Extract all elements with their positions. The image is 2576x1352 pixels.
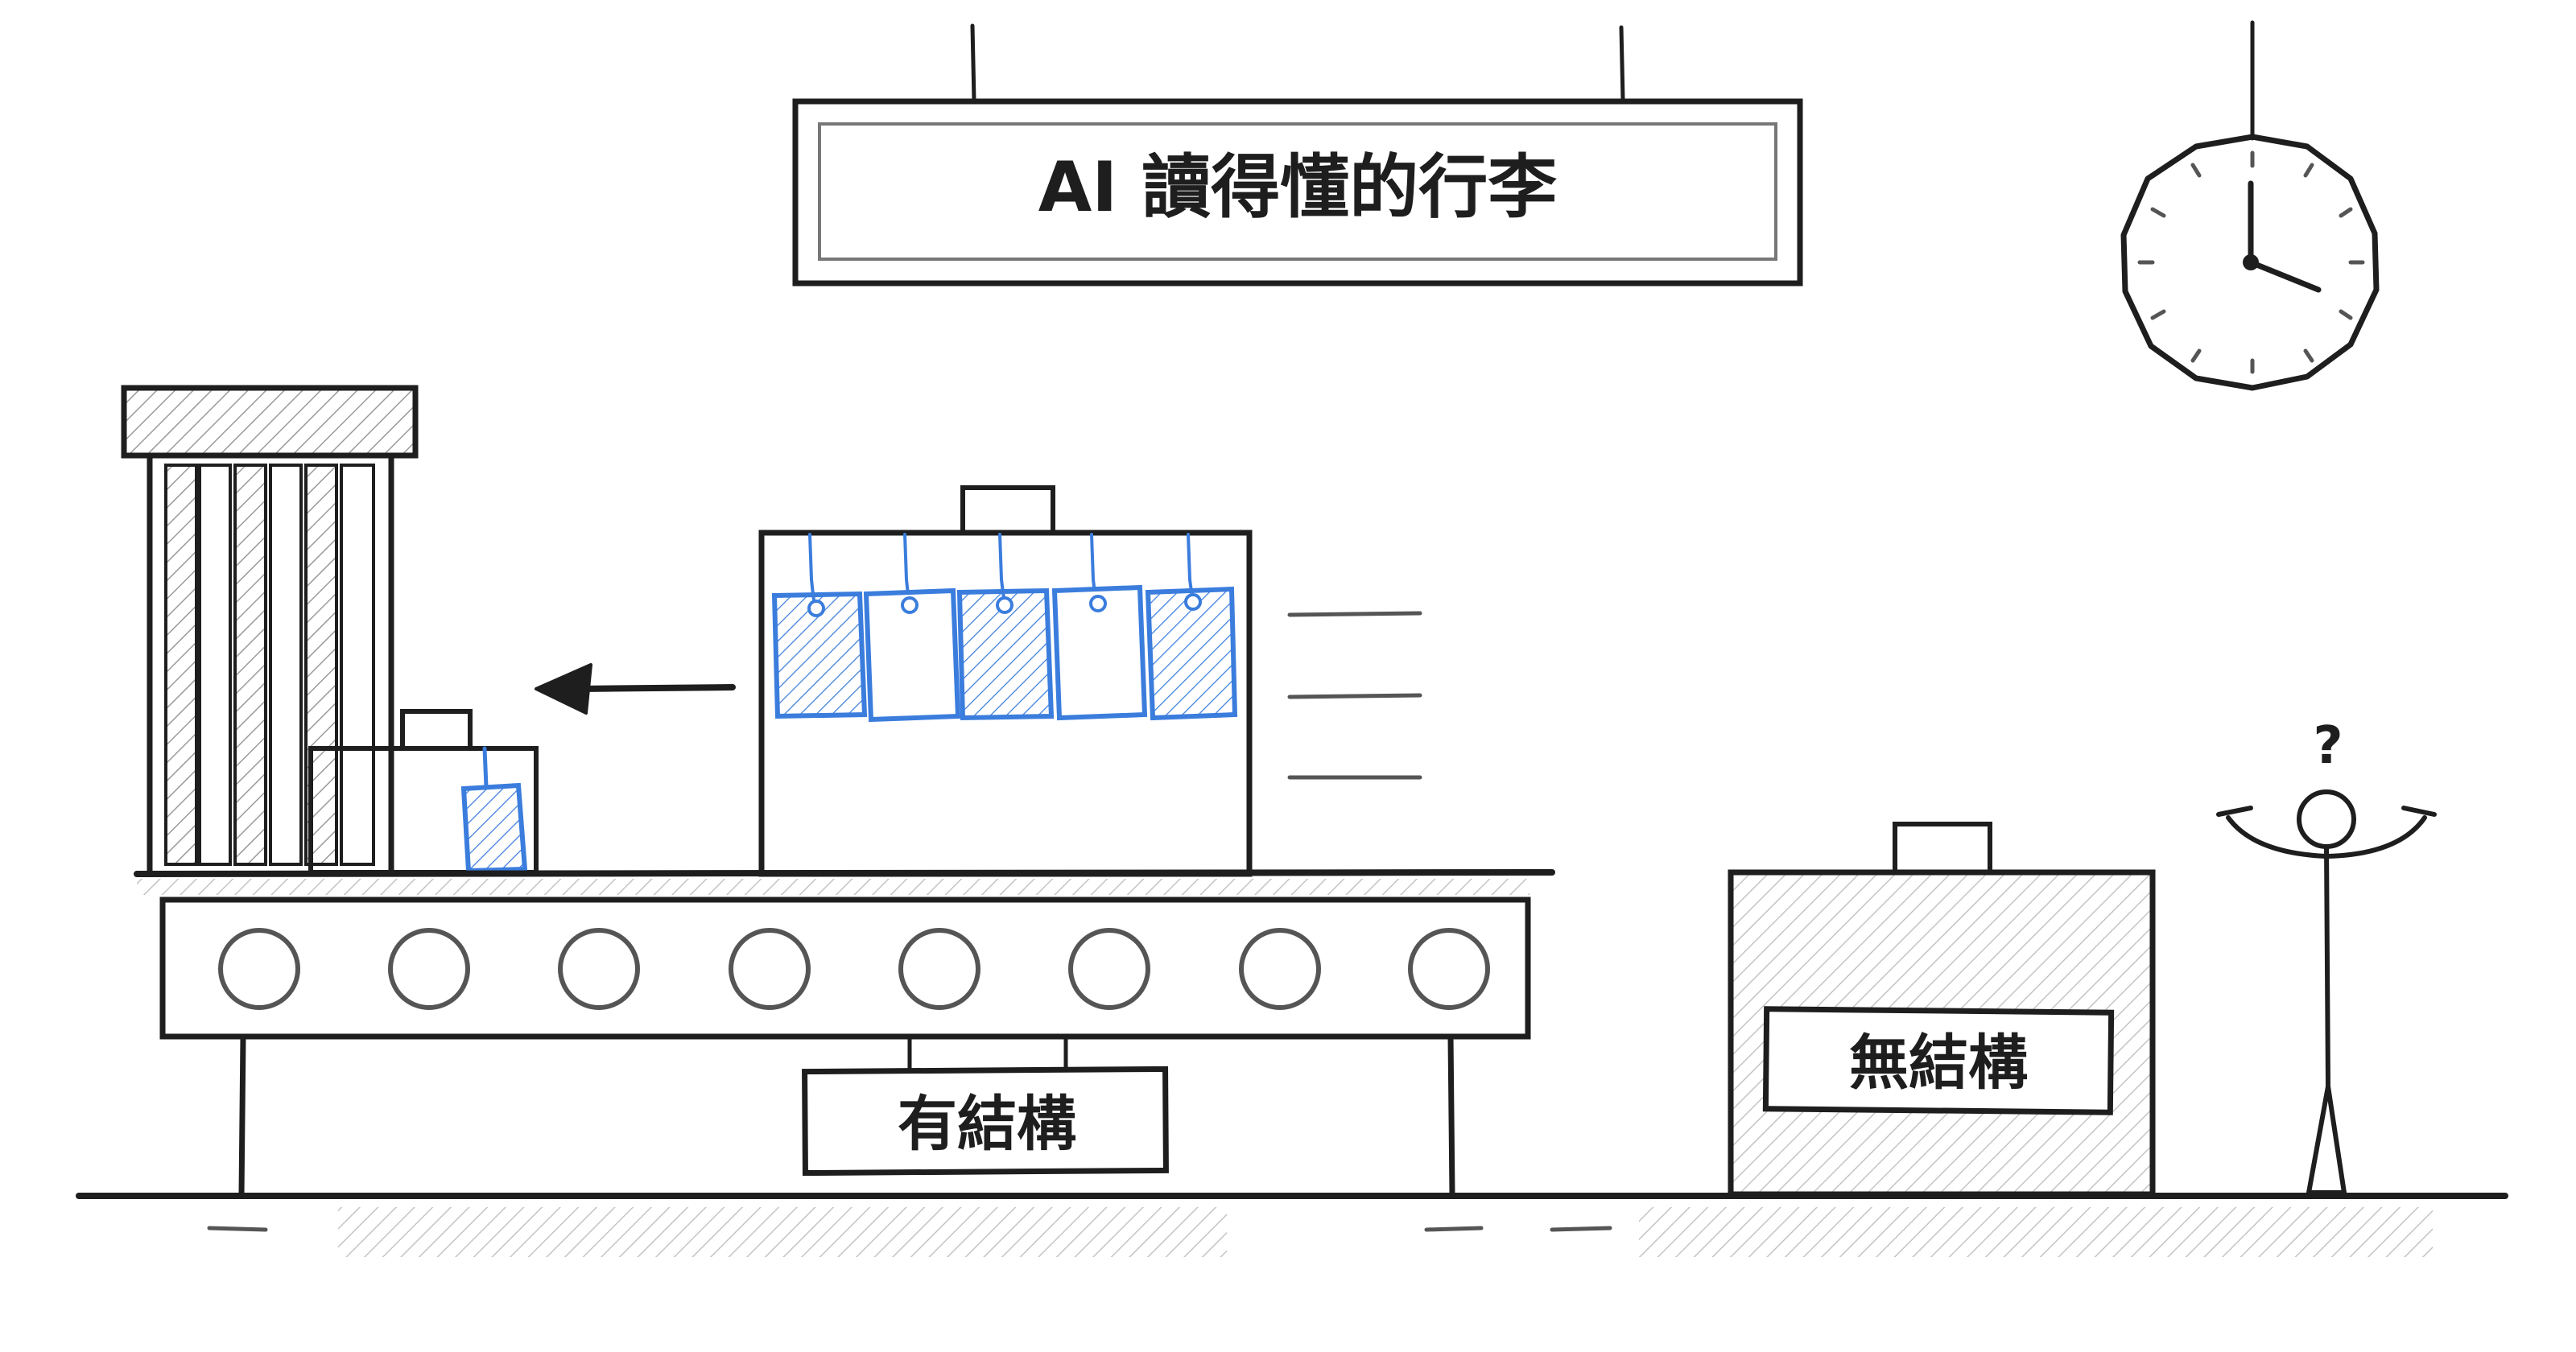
belt-leg-left xyxy=(238,1033,246,1197)
luggage-tag-4 xyxy=(1051,533,1148,721)
unstructured-suitcase-handle xyxy=(1893,822,1992,875)
unstructured-suitcase: 無結構 xyxy=(1728,822,2156,1197)
motion-lines-icon xyxy=(1287,611,1422,780)
question-mark: ? xyxy=(2313,716,2343,776)
conveyor-belt-icon xyxy=(134,869,1555,1197)
arrow-left-icon xyxy=(535,663,736,715)
small-suitcase xyxy=(308,709,539,875)
luggage-tag-1 xyxy=(771,533,868,719)
belt-leg-right xyxy=(1447,1033,1455,1197)
luggage-tag-5 xyxy=(1145,533,1238,721)
luggage-tag-icon xyxy=(460,782,528,874)
unstructured-label-text: 無結構 xyxy=(1849,1028,2028,1098)
belt-body xyxy=(159,897,1531,1040)
scanner-gate-icon xyxy=(121,385,419,877)
luggage-tag-2 xyxy=(863,533,961,723)
hanging-sign-icon xyxy=(792,98,1803,286)
structured-label-text: 有結構 xyxy=(898,1090,1076,1159)
belt-rollers xyxy=(218,928,1490,1010)
ground xyxy=(76,1193,2508,1257)
luggage-tag-3 xyxy=(956,533,1055,721)
sign-inner-border xyxy=(818,122,1777,261)
sign-title: AI 讀得懂的行李 xyxy=(1038,147,1558,228)
sign-wire-left xyxy=(970,23,976,102)
clock-hour-hand xyxy=(2248,259,2322,293)
large-suitcase xyxy=(758,485,1253,877)
belt-top-line xyxy=(134,869,1555,877)
tag-row xyxy=(771,533,1238,723)
sign-wire-right xyxy=(1619,25,1625,102)
small-suitcase-handle xyxy=(400,709,473,751)
structured-label: 有結構 xyxy=(802,1066,1169,1177)
hanging-sign: AI 讀得懂的行李 xyxy=(792,23,1803,286)
clock-icon xyxy=(2120,20,2380,391)
large-suitcase-handle xyxy=(960,485,1055,535)
stick-figure-icon: ? xyxy=(2216,716,2437,1195)
